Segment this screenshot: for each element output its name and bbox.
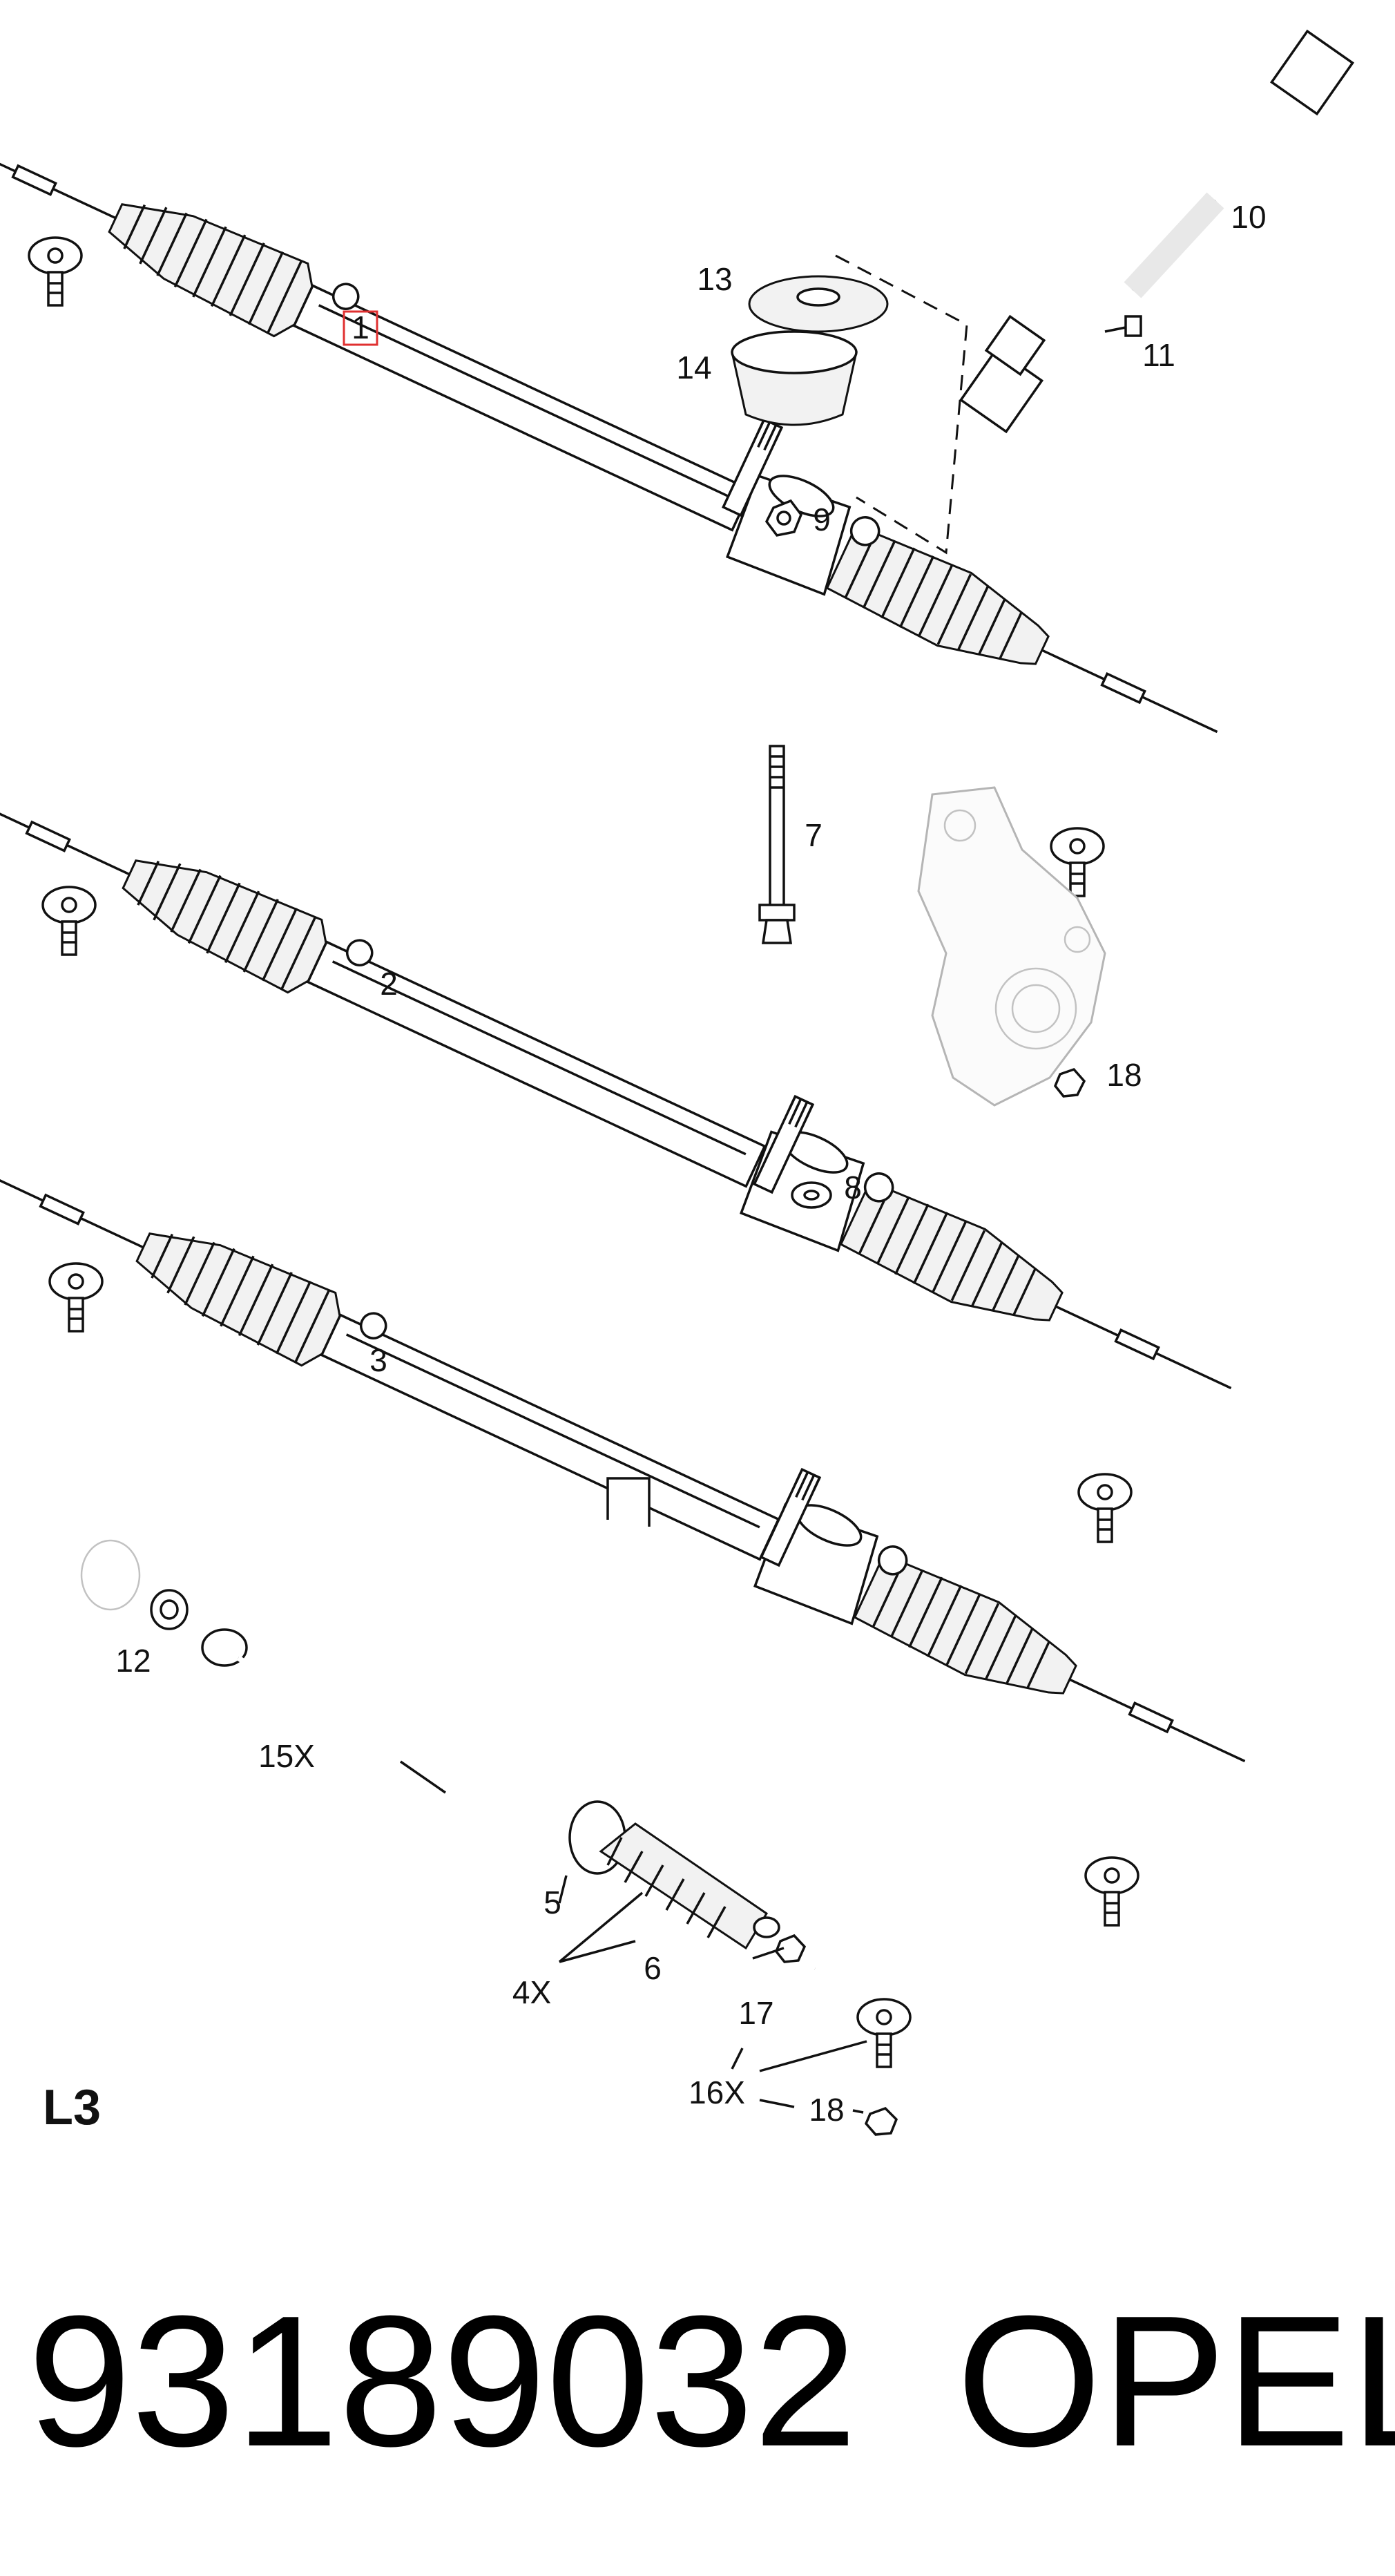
tie-rod-end-left-3 [48, 1262, 104, 1333]
callout-1: 1 [352, 309, 369, 345]
callout-3: 3 [369, 1342, 387, 1378]
callout-11: 11 [1142, 337, 1175, 373]
callout-9: 9 [813, 502, 831, 537]
tie-rod-end-16x [811, 1963, 912, 2068]
tie-rod-end-right-3 [1084, 1856, 1139, 1927]
boot-14 [731, 330, 858, 426]
rack-assembly-3 [0, 1104, 1269, 1927]
intermediate-steering-shaft [959, 29, 1355, 434]
callout-18-bottom: 18 [809, 2092, 844, 2128]
clip-6 [753, 1916, 780, 1938]
callout-13: 13 [697, 261, 732, 297]
callout-10: 10 [1231, 199, 1266, 235]
callout-12: 12 [115, 1643, 151, 1679]
nut-18-bottom [864, 2106, 898, 2136]
callout-5: 5 [543, 1885, 561, 1920]
nut-18-knuckle [1053, 1067, 1086, 1098]
nut-9 [764, 499, 802, 537]
callout-6: 6 [644, 1950, 662, 1986]
brand-name: OPEL [956, 2278, 1395, 2486]
rack-assembly-1 [0, 75, 1241, 897]
steering-knuckle [917, 786, 1106, 1107]
callout-4x: 4X [512, 1974, 551, 2010]
callout-17: 17 [738, 1995, 773, 2031]
callout-2: 2 [380, 966, 398, 1002]
diagram-code: L3 [43, 2080, 101, 2135]
bolt-7 [758, 745, 796, 944]
bolt-11 [1104, 315, 1142, 337]
bellows-4x [599, 1822, 769, 1950]
part-number: 93189032 [28, 2278, 857, 2486]
washer-8 [791, 1181, 832, 1209]
inner-tie-rod-15x [201, 1628, 446, 1794]
tie-rod-end-right-2 [1077, 1473, 1133, 1543]
callout-labels: 1 2 3 4X 5 6 7 8 9 10 11 12 13 14 15X 16… [115, 199, 1266, 2128]
callout-16x: 16X [689, 2074, 745, 2110]
ring-12 [80, 1539, 189, 1630]
dashed-grouping-lines [835, 254, 968, 555]
cap-13 [748, 275, 889, 333]
tie-rod-end-left-2 [41, 886, 97, 956]
callout-18-knuckle: 18 [1106, 1057, 1142, 1093]
callout-8: 8 [844, 1170, 862, 1205]
highlight-box [343, 310, 378, 346]
callout-15x: 15X [258, 1738, 315, 1774]
leader-lines [558, 1875, 867, 2114]
callout-14: 14 [676, 350, 711, 385]
mounting-bracket [606, 1477, 651, 1527]
tie-rod-end-left-1 [28, 236, 83, 307]
callout-7: 7 [805, 817, 822, 853]
